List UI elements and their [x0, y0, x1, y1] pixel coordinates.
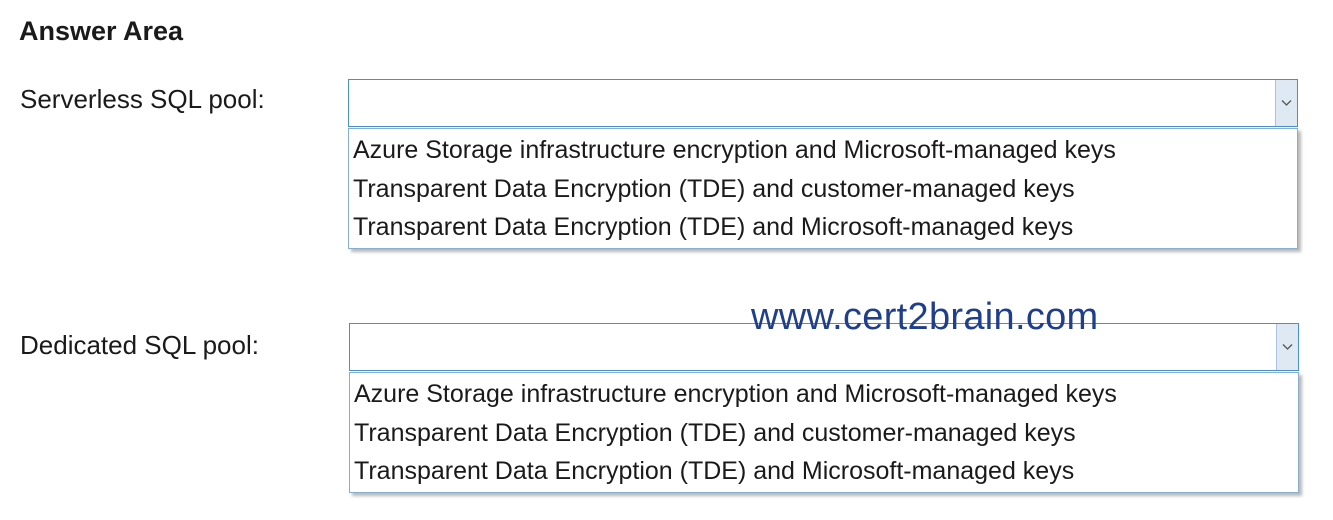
serverless-sql-pool-label: Serverless SQL pool: [20, 84, 265, 114]
dedicated-dropdown-arrow-button[interactable] [1276, 324, 1298, 370]
option-azure-storage-microsoft-keys[interactable]: Azure Storage infrastructure encryption … [354, 380, 1117, 408]
option-tde-microsoft-keys[interactable]: Transparent Data Encryption (TDE) and Mi… [354, 457, 1075, 485]
option-azure-storage-microsoft-keys[interactable]: Azure Storage infrastructure encryption … [353, 136, 1116, 164]
option-tde-customer-keys[interactable]: Transparent Data Encryption (TDE) and cu… [353, 174, 1075, 203]
dedicated-sql-pool-dropdown[interactable] [349, 323, 1299, 371]
chevron-down-icon [1281, 100, 1292, 106]
answer-area-title: Answer Area [19, 16, 184, 46]
chevron-down-icon [1282, 344, 1293, 350]
serverless-sql-pool-dropdown[interactable] [348, 79, 1298, 127]
serverless-dropdown-arrow-button[interactable] [1275, 80, 1297, 126]
dedicated-sql-pool-label: Dedicated SQL pool: [20, 330, 259, 360]
option-tde-microsoft-keys[interactable]: Transparent Data Encryption (TDE) and Mi… [353, 213, 1074, 241]
option-tde-customer-keys[interactable]: Transparent Data Encryption (TDE) and cu… [354, 418, 1076, 447]
dedicated-sql-pool-options-list: Azure Storage infrastructure encryption … [349, 372, 1299, 493]
serverless-sql-pool-options-list: Azure Storage infrastructure encryption … [348, 128, 1298, 249]
watermark-text: www.cert2brain.com [751, 296, 1099, 338]
